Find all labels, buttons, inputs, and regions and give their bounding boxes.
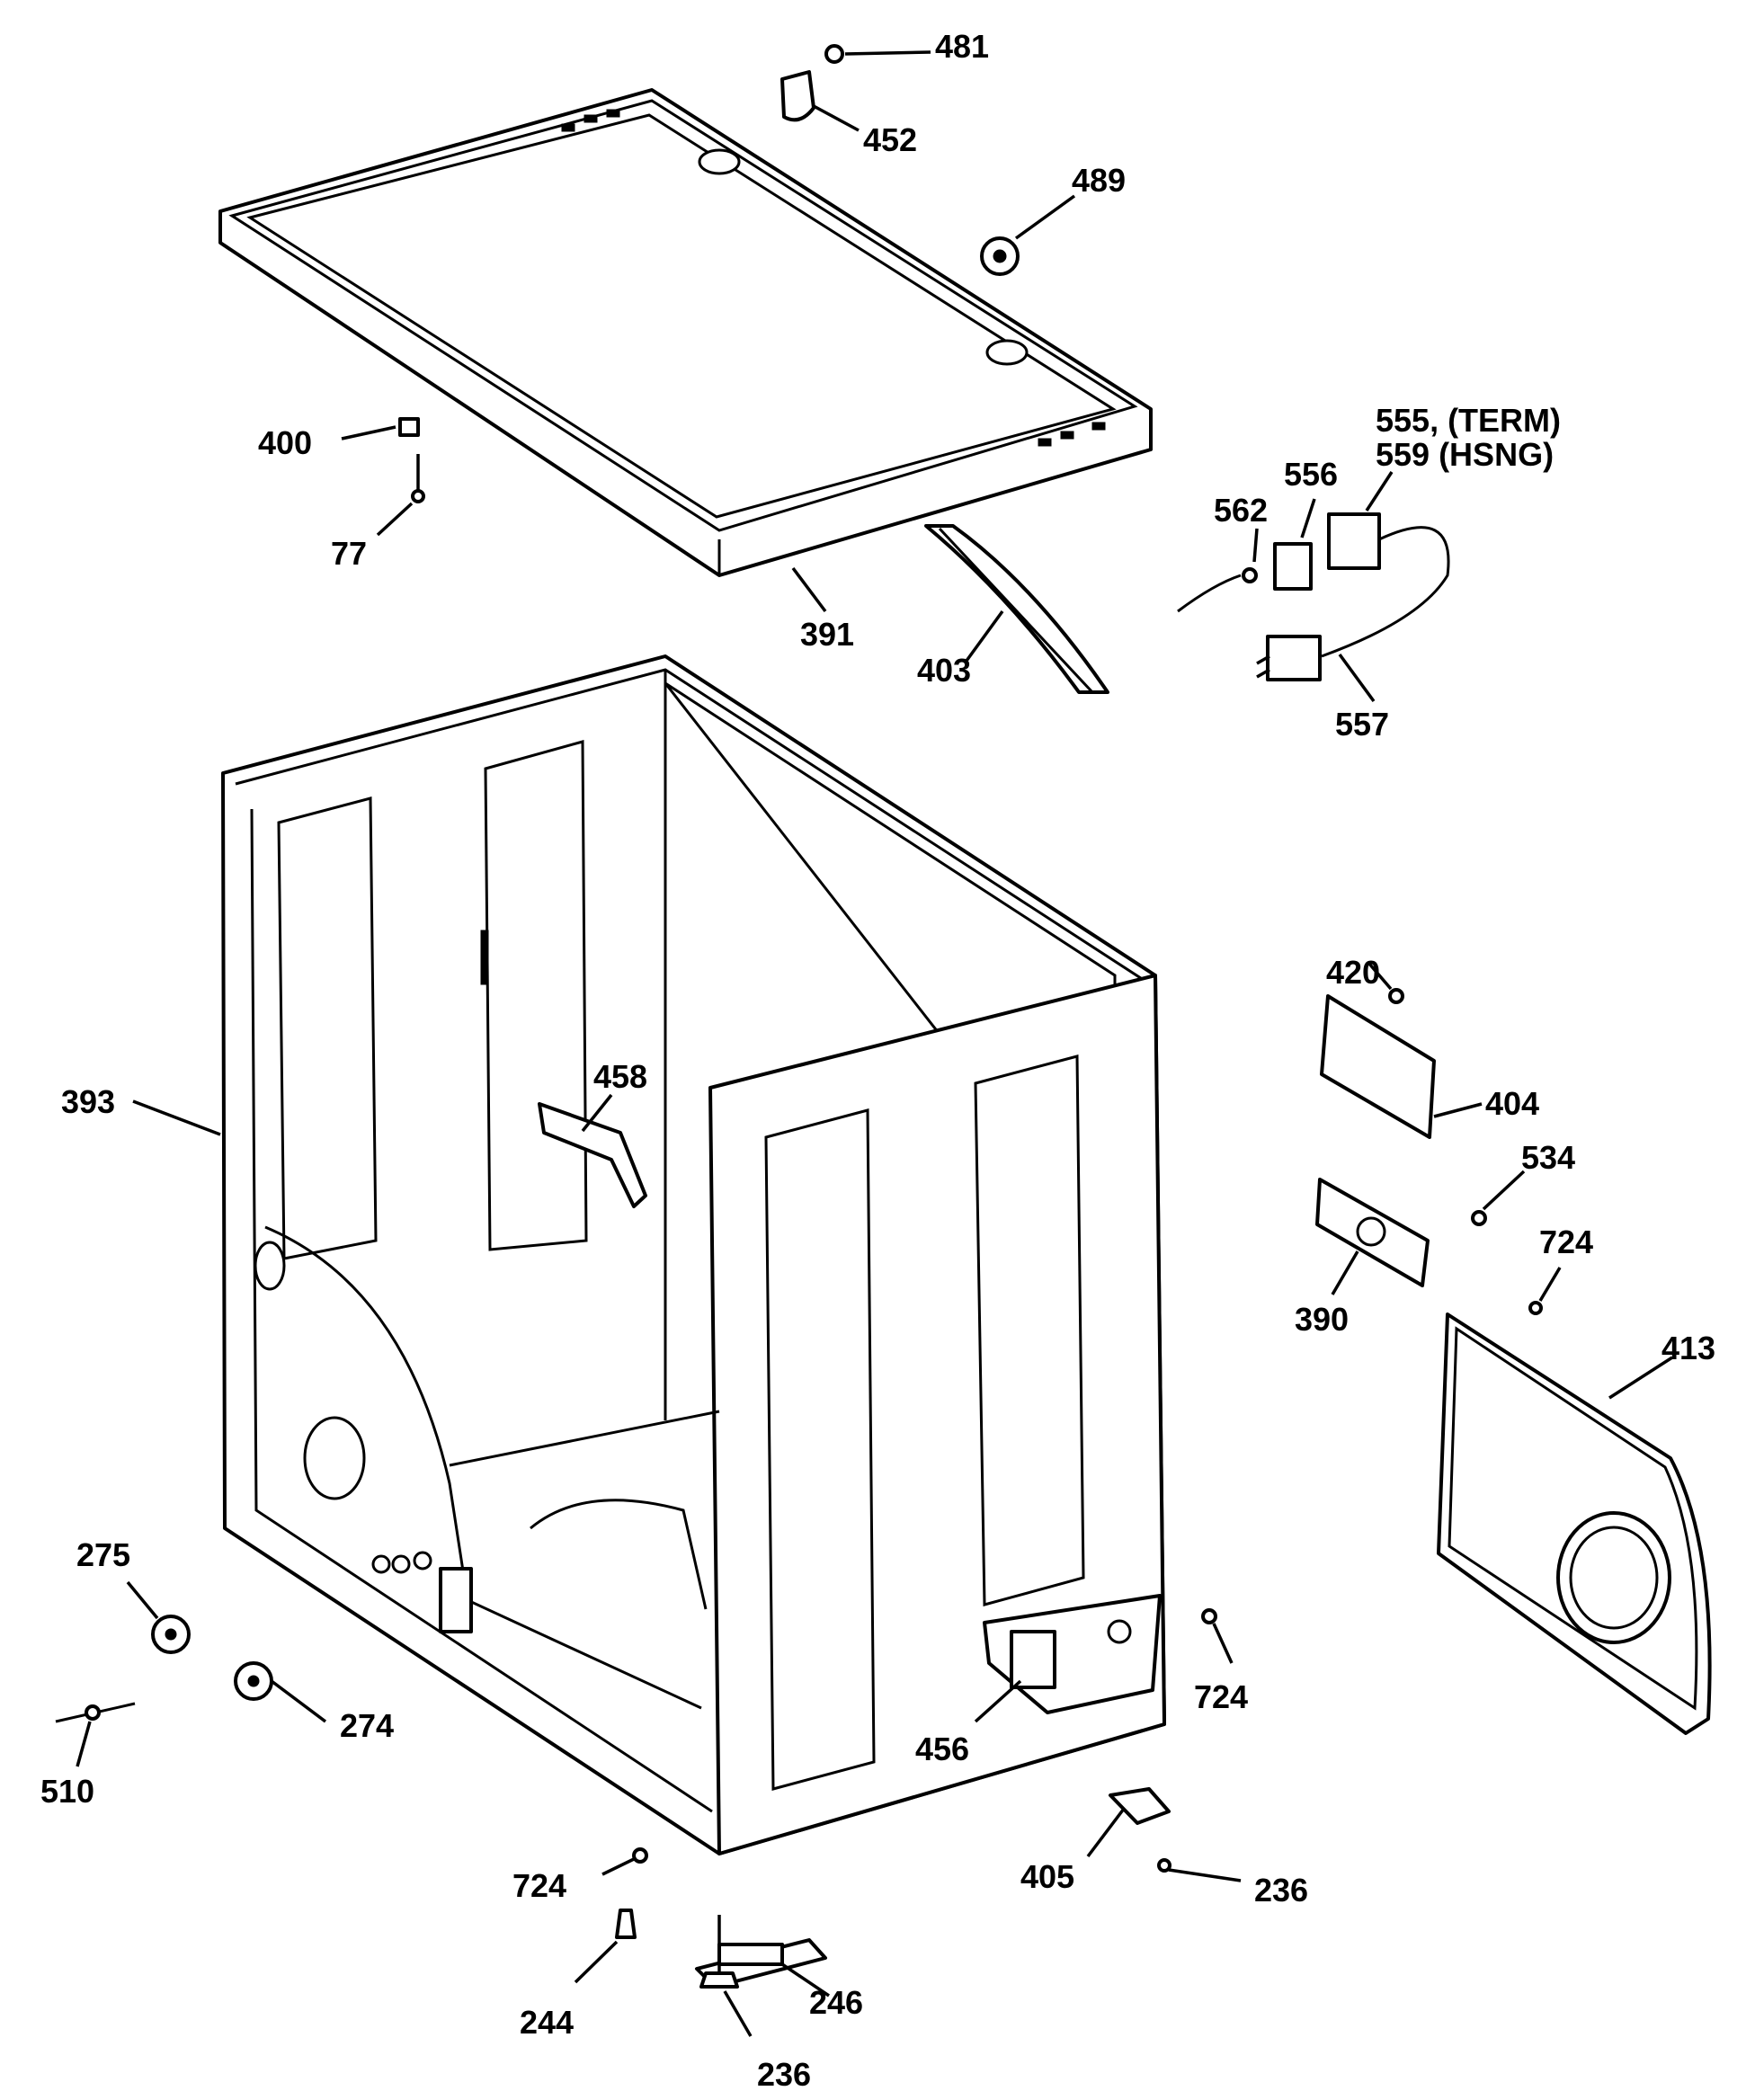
callout-400: 400 [258, 424, 312, 461]
callout-559: 559 (HSNG) [1376, 436, 1554, 473]
callout-244: 244 [520, 2004, 574, 2041]
rear-panel-413 [1437, 1312, 1712, 1735]
screw-724-upper-right [1528, 1267, 1562, 1315]
callout-489: 489 [1072, 162, 1126, 199]
callout-390: 390 [1295, 1301, 1349, 1338]
cover-plate-404 [1320, 994, 1483, 1139]
access-plate-456 [974, 1594, 1162, 1723]
callout-456: 456 [915, 1731, 969, 1767]
callout-481: 481 [935, 28, 989, 65]
callout-246: 246 [809, 1984, 863, 2021]
bracket-458 [538, 1093, 647, 1208]
screw-481 [824, 44, 931, 64]
screw-420 [1367, 962, 1404, 1004]
screw-510 [55, 1702, 136, 1767]
screw-236-right [1157, 1858, 1242, 1882]
callout-420: 420 [1326, 954, 1380, 991]
callout-557: 557 [1335, 706, 1389, 743]
screw-724-right [1201, 1608, 1234, 1664]
callout-405: 405 [1020, 1858, 1074, 1895]
callout-393: 393 [61, 1083, 115, 1120]
callout-724-right: 724 [1194, 1678, 1248, 1715]
callout-236-right: 236 [1254, 1872, 1308, 1909]
thermostat-274 [234, 1661, 327, 1723]
screw-534 [1471, 1170, 1526, 1226]
callout-236-bottom: 236 [757, 2056, 811, 2093]
nut-489 [980, 194, 1076, 276]
callout-391: 391 [800, 616, 854, 653]
leveling-leg-236 [699, 1915, 753, 2037]
callout-77: 77 [331, 535, 367, 572]
cabinet [221, 654, 1166, 1855]
wire-harness-403 [924, 524, 1109, 694]
callout-555: 555, (TERM) [1376, 402, 1561, 439]
callout-510: 510 [40, 1773, 94, 1810]
callout-404: 404 [1485, 1085, 1539, 1122]
callout-556: 556 [1284, 456, 1338, 493]
callout-724-upper: 724 [1539, 1224, 1593, 1260]
callout-534: 534 [1521, 1139, 1575, 1176]
clip-400 [341, 417, 420, 440]
bracket-390 [1315, 1178, 1430, 1295]
bracket-452 [780, 70, 860, 132]
top-panel [218, 88, 1153, 577]
bracket-405 [1086, 1787, 1171, 1858]
callout-413: 413 [1661, 1330, 1715, 1366]
callout-724-bottom: 724 [512, 1867, 566, 1904]
screw-77 [376, 454, 425, 537]
callout-458: 458 [593, 1058, 647, 1095]
screw-724-bottom [601, 1847, 648, 1876]
thermostat-275 [126, 1580, 191, 1654]
power-cord-assembly [1177, 471, 1450, 703]
callout-562: 562 [1214, 492, 1268, 529]
callout-275: 275 [76, 1536, 130, 1573]
leveling-leg-244 [574, 1909, 637, 1984]
callout-274: 274 [340, 1707, 394, 1744]
callout-403: 403 [917, 652, 971, 689]
callout-452: 452 [863, 121, 917, 158]
